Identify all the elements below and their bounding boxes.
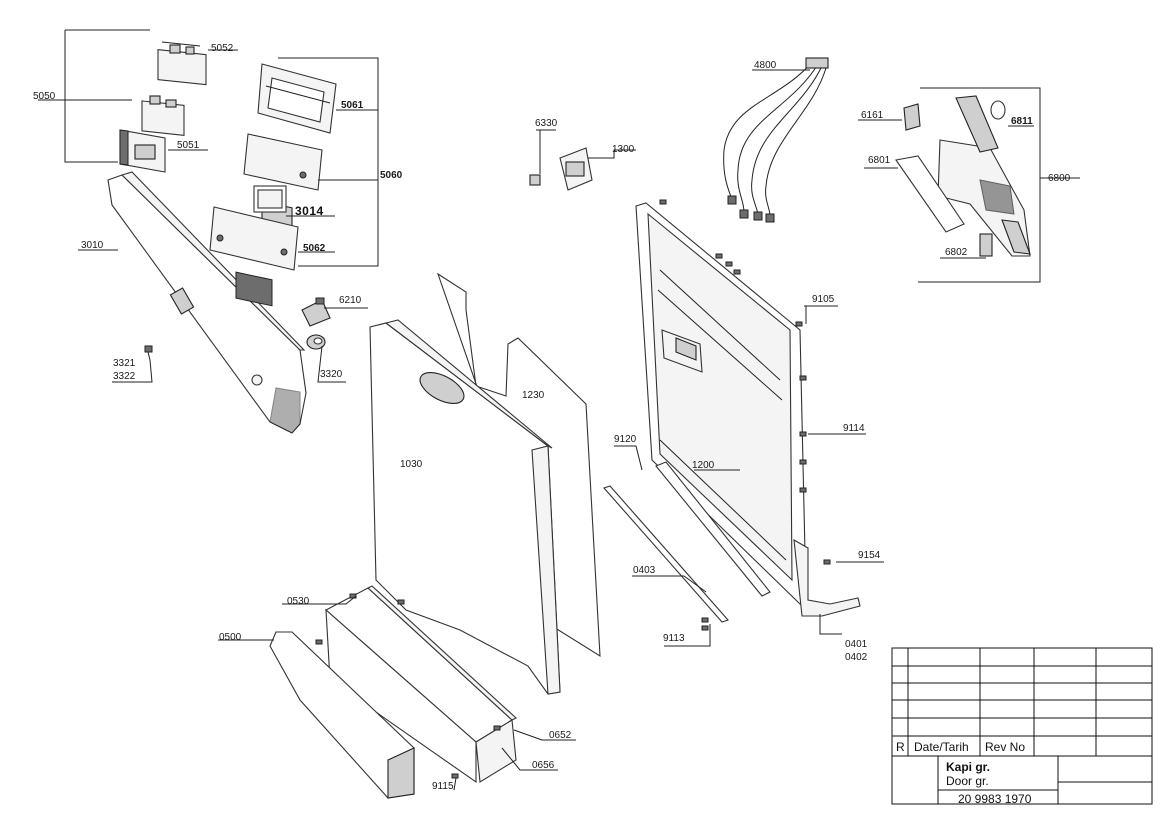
label-5061: 5061 [341, 100, 364, 111]
inner-door-1030 [369, 319, 561, 695]
wiring-harness-4800 [723, 57, 829, 223]
bracket-6330 [529, 174, 541, 186]
label-9105: 9105 [812, 294, 835, 305]
label-0500: 0500 [219, 632, 242, 643]
actuator-6802 [979, 233, 993, 257]
seal-6811 [990, 100, 1006, 120]
label-5060: 5060 [380, 170, 403, 181]
electronic-card-5051 [119, 129, 166, 173]
lid-6161 [903, 103, 921, 131]
dispenser-lock-1300 [559, 147, 593, 191]
title-block [891, 647, 1153, 805]
kick-plate-0500 [269, 631, 415, 799]
label-0401: 0401 [845, 639, 868, 650]
label-1200: 1200 [692, 460, 715, 471]
label-3014: 3014 [295, 204, 324, 218]
label-3322: 3322 [113, 371, 136, 382]
label-5050: 5050 [33, 91, 56, 102]
label-0652: 0652 [549, 730, 572, 741]
label-9115: 9115 [432, 781, 454, 792]
label-6802: 6802 [945, 247, 968, 258]
label-9113: 9113 [663, 633, 685, 644]
gasket-6801 [895, 155, 965, 233]
screws-bottom [315, 593, 501, 779]
label-0530: 0530 [287, 596, 310, 607]
screws-9114 [659, 199, 831, 631]
label-6330: 6330 [535, 118, 558, 129]
label-4800: 4800 [754, 60, 777, 71]
screw-3321 [144, 345, 153, 361]
label-9120: 9120 [614, 434, 637, 445]
hinge-0401 [793, 538, 861, 617]
support-0530 [325, 585, 517, 784]
strip-0403 [603, 485, 729, 623]
electronic-card-5052 [157, 41, 207, 86]
label-6210: 6210 [339, 295, 362, 306]
label-6800: 6800 [1048, 173, 1071, 184]
rev-marker: R [896, 740, 905, 754]
title-en: Door gr. [946, 774, 989, 788]
knob-3320 [306, 334, 326, 350]
label-0656: 0656 [532, 760, 555, 771]
frame-5061 [257, 63, 337, 134]
label-6161: 6161 [861, 110, 884, 121]
control-panel-3010 [107, 171, 307, 434]
drawing-number: 20 9983 1970 [958, 792, 1032, 806]
label-1300: 1300 [612, 144, 635, 155]
label-9154: 9154 [858, 550, 881, 561]
label-3320: 3320 [320, 369, 343, 380]
label-1030: 1030 [400, 459, 423, 470]
switch-6210 [301, 297, 331, 327]
date-header: Date/Tarih [914, 740, 969, 754]
door-frame-1200 [635, 202, 807, 605]
label-6811: 6811 [1011, 116, 1033, 127]
strip-9120 [655, 461, 771, 597]
label-6801: 6801 [868, 155, 891, 166]
label-5051: 5051 [177, 140, 200, 151]
label-9114: 9114 [843, 423, 865, 434]
label-0402: 0402 [845, 652, 868, 663]
label-3321: 3321 [113, 358, 136, 369]
label-3010: 3010 [81, 240, 104, 251]
electronic-card-5050 [141, 95, 185, 136]
label-5052: 5052 [211, 43, 234, 54]
label-5062: 5062 [303, 243, 326, 254]
display-module-5062 [209, 206, 299, 307]
label-0403: 0403 [633, 565, 656, 576]
label-1230: 1230 [522, 390, 545, 401]
title-tr: Kapi gr. [946, 760, 990, 774]
window-3014 [253, 185, 287, 213]
rev-header: Rev No [985, 740, 1025, 754]
